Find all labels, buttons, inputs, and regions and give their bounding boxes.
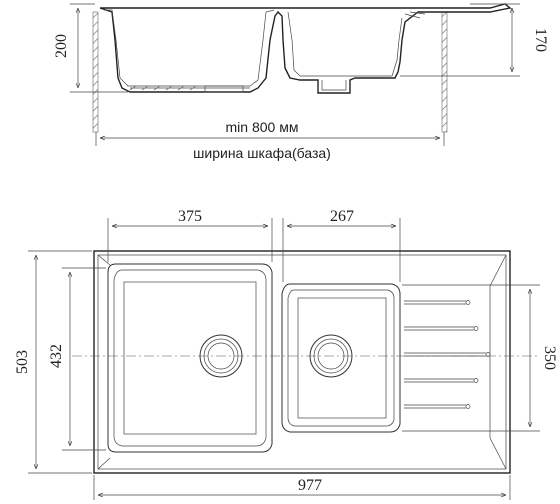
cabinet-wall-left [92, 11, 99, 133]
dim-large-bowl-width: 375 [107, 208, 273, 262]
min-width-label: min 800 мм [226, 119, 299, 135]
dim-small-bowl-depth: 350 [402, 284, 558, 432]
large-bowl-depth-label: 432 [48, 344, 65, 368]
dim-overall-width: 977 [93, 475, 511, 500]
dim-cabinet-width: min 800 мм ширина шкафа(база) [95, 119, 445, 161]
dim-small-bowl-width: 267 [282, 208, 401, 282]
dim-overall-depth: 503 [14, 250, 92, 474]
side-view: 200 170 min 800 мм ширина шкафа(база) [53, 3, 549, 161]
drain-outlet-large [204, 85, 244, 93]
dim-height-170: 170 [400, 3, 549, 77]
small-bowl-depth-label: 350 [541, 346, 558, 370]
height-200-label: 200 [53, 34, 70, 58]
bowl-large [107, 263, 273, 453]
cabinet-width-label: ширина шкафа(база) [193, 145, 331, 161]
overall-width-label: 977 [298, 477, 322, 494]
drainboard-ribs [404, 300, 491, 409]
small-bowl-width-label: 267 [330, 208, 354, 225]
sink-side-profile [99, 3, 512, 94]
height-170-label: 170 [532, 28, 549, 52]
bowl-small [281, 283, 401, 433]
dim-large-bowl-depth: 432 [48, 267, 106, 451]
large-bowl-width-label: 375 [178, 208, 202, 225]
sink-outline [93, 250, 511, 474]
cabinet-wall-right [441, 11, 448, 133]
dim-height-200: 200 [53, 3, 128, 93]
overall-depth-label: 503 [14, 350, 31, 374]
top-view: 375 267 503 432 350 [14, 208, 558, 500]
